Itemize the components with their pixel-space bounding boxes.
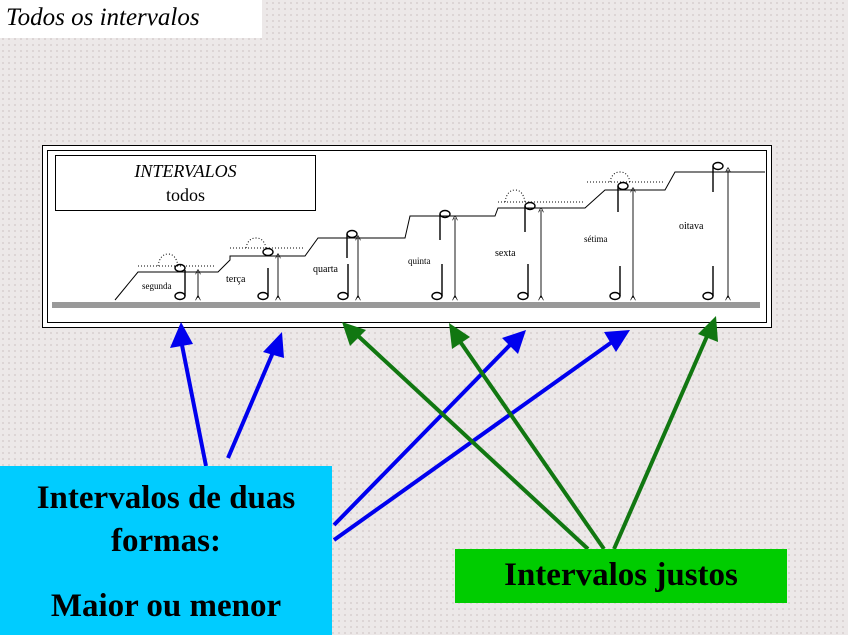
perfect-intervals-callout: Intervalos justos bbox=[455, 549, 787, 603]
diagram-label-subtitle: todos bbox=[165, 185, 205, 205]
interval-label-quarta: quarta bbox=[313, 264, 338, 275]
diagram-label-box: INTERVALOS todos bbox=[55, 155, 316, 211]
interval-label-sexta: sexta bbox=[495, 248, 516, 259]
interval-label-quinta: quinta bbox=[408, 256, 431, 266]
panel-inner-border bbox=[47, 150, 767, 323]
two-forms-line3: Maior ou menor bbox=[50, 588, 282, 624]
diagram-baseline bbox=[52, 302, 760, 308]
diagram-label-title: INTERVALOS bbox=[134, 161, 237, 181]
slide-title: Todos os intervalos bbox=[6, 4, 200, 31]
interval-label-terca: terça bbox=[226, 274, 246, 285]
interval-span-arrows bbox=[198, 170, 728, 298]
interval-label-segunda: segunda bbox=[142, 281, 172, 291]
title-box: Todos os intervalos bbox=[0, 0, 262, 38]
interval-label-setima: sétima bbox=[584, 234, 608, 244]
dotted-guides bbox=[138, 171, 665, 267]
green-arrows bbox=[342, 316, 718, 551]
perfect-intervals-label: Intervalos justos bbox=[504, 557, 738, 593]
two-forms-line2: formas: bbox=[111, 523, 221, 559]
two-forms-line1: Intervalos de duas bbox=[36, 480, 296, 516]
interval-notes bbox=[174, 161, 724, 301]
interval-label-oitava: oitava bbox=[679, 221, 704, 232]
two-forms-callout: Intervalos de duas formas: Maior ou meno… bbox=[0, 466, 332, 635]
